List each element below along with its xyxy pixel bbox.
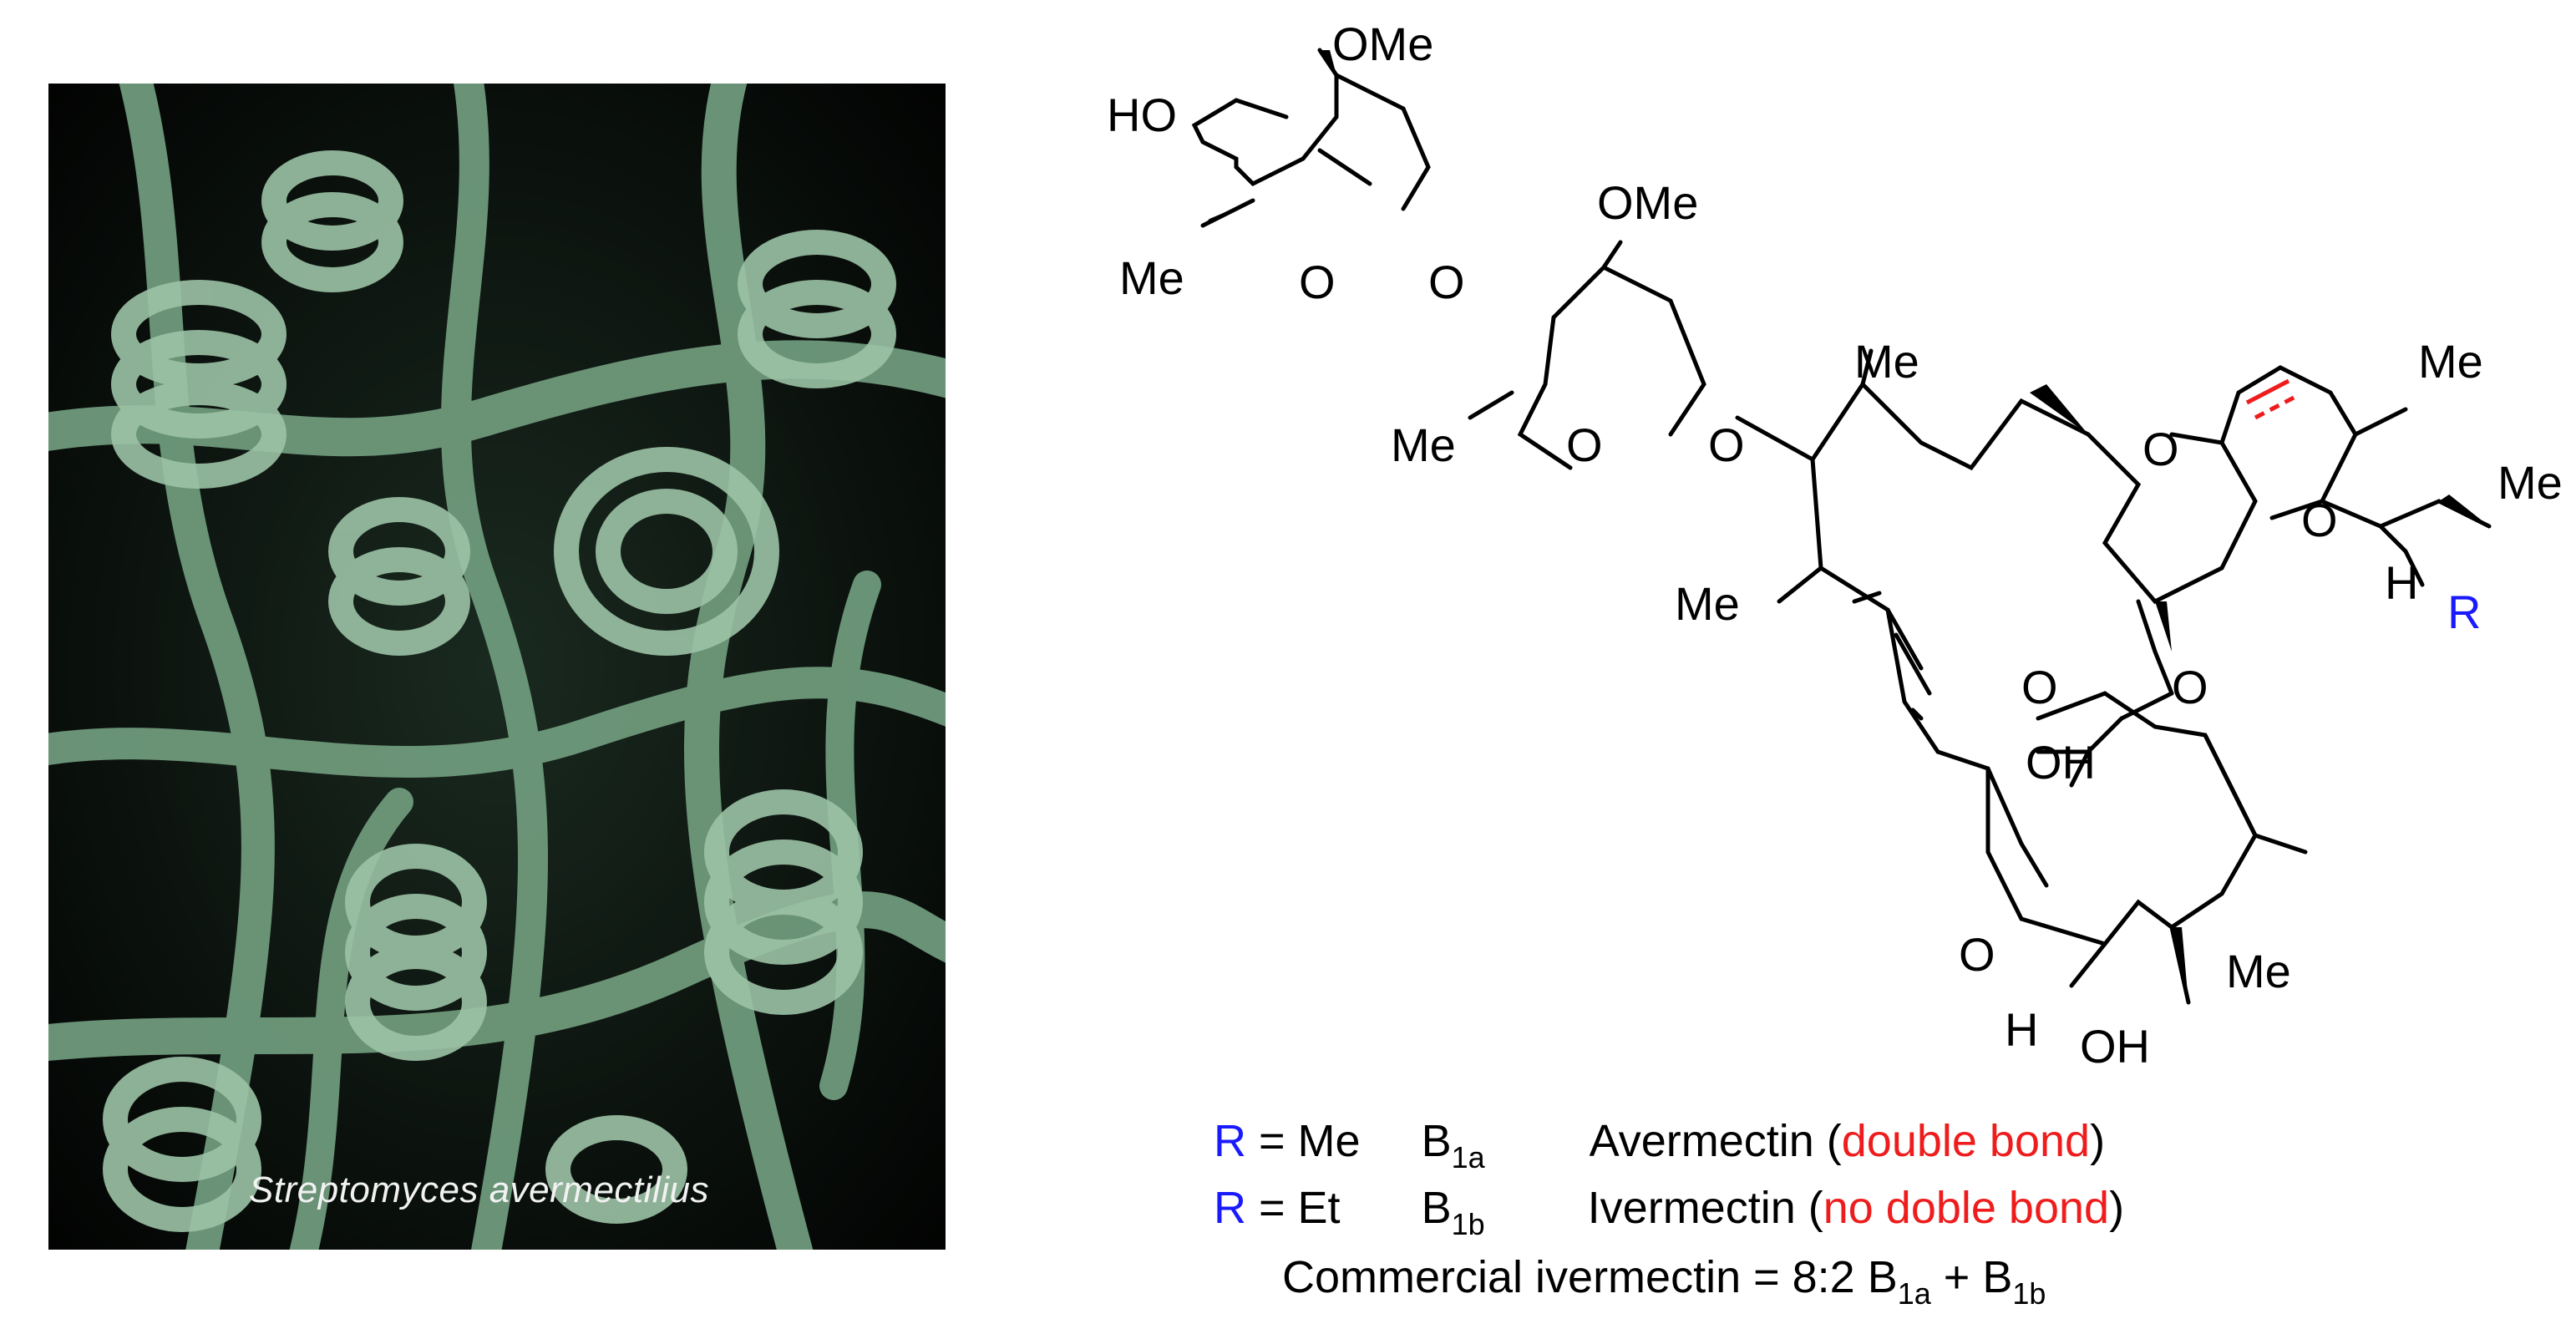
atom-o-link2: O: [1708, 418, 1745, 471]
atom-h-furan: H: [2005, 1003, 2039, 1056]
atom-o-spiro2: O: [2301, 494, 2338, 546]
atom-o-ring2: O: [1566, 418, 1603, 471]
atom-o-carbonyl: O: [2021, 661, 2058, 713]
atom-h-spiro: H: [2385, 556, 2419, 609]
atom-me-ring: Me: [2226, 945, 2291, 997]
atom-o-ester: O: [2172, 661, 2208, 713]
photo-caption: Streptomyces avermectilius: [249, 1169, 709, 1210]
atom-me-sugar1: Me: [1119, 251, 1184, 304]
sem-photograph: Streptomyces avermectilius: [48, 84, 946, 1250]
atom-ho-top: HO: [1107, 89, 1177, 141]
red-double-bond: [2245, 378, 2290, 405]
structure-bonds: [1191, 48, 2492, 1005]
streptomyces-filaments: [48, 84, 946, 1250]
atom-me-olefin: Me: [1854, 335, 1919, 388]
atom-o-link1: O: [1428, 256, 1465, 308]
atom-ome-mid: OMe: [1597, 176, 1699, 229]
atom-o-spiro1: O: [2142, 423, 2179, 475]
atom-me-spiro: Me: [2418, 335, 2483, 388]
avermectin-structure: OMe HO Me O O OMe Me O O Me Me O O Me Me…: [1002, 0, 2576, 1329]
atom-me-side: Me: [2497, 456, 2563, 509]
atom-me-sugar2: Me: [1391, 418, 1456, 471]
atom-me-chain: Me: [1675, 577, 1740, 630]
atom-oh-top: OH: [2026, 736, 2096, 789]
atom-ome-top: OMe: [1332, 18, 1434, 70]
atom-r-group: R: [2447, 586, 2482, 638]
atom-oh-bottom: OH: [2080, 1020, 2150, 1073]
atom-o-furan: O: [1959, 928, 1995, 981]
atom-o-ring1: O: [1299, 256, 1336, 308]
